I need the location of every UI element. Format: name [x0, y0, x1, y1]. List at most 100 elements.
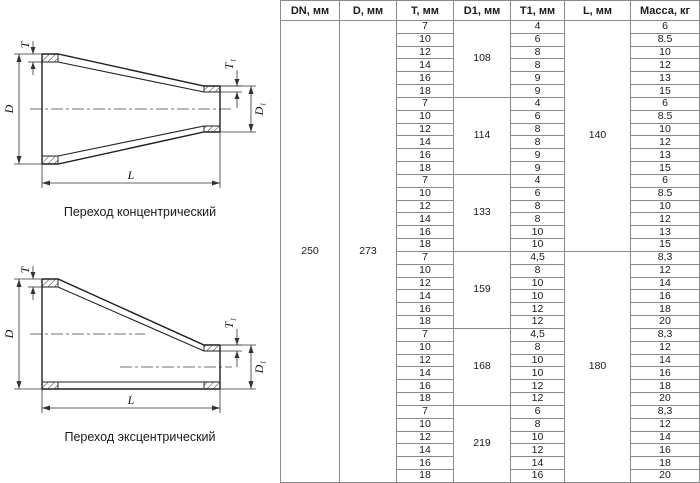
dimension-D1: D₁ [220, 344, 266, 390]
cell-t: 10 [396, 263, 454, 278]
cell-t1: 10 [510, 430, 565, 445]
cell-t: 16 [396, 379, 454, 394]
cell-t: 10 [396, 417, 454, 432]
cell-mass: 18 [630, 379, 700, 394]
dim-label-D: D [2, 329, 16, 339]
column-header: L, мм [564, 0, 631, 21]
cell-d1: 219 [453, 404, 511, 483]
cell-t1: 14 [510, 456, 565, 470]
cell-t1: 12 [510, 302, 565, 317]
cell-t1: 8 [510, 417, 565, 432]
cell-t: 18 [396, 468, 454, 483]
cell-t: 10 [396, 109, 454, 124]
cell-t: 7 [396, 20, 454, 34]
cell-t1: 12 [510, 379, 565, 394]
cell-t1: 9 [510, 84, 565, 98]
cell-mass: 14 [630, 430, 700, 445]
cell-mass: 16 [630, 366, 700, 381]
cell-t: 7 [396, 96, 454, 111]
cell-t1: 6 [510, 109, 565, 124]
cell-mass: 12 [630, 417, 700, 432]
cell-t1: 8 [510, 58, 565, 73]
cell-mass: 8.5 [630, 186, 700, 201]
cell-mass: 6 [630, 20, 700, 34]
dim-label-T1: T₁ [222, 59, 236, 70]
cell-t: 12 [396, 45, 454, 60]
table-row: 10 8 12 [281, 417, 700, 432]
cell-d1: 168 [453, 327, 511, 406]
cell-t1: 6 [510, 404, 565, 419]
wall-hatch [41, 278, 59, 288]
concentric-reducer-figure: T D T₁ [0, 14, 280, 219]
cell-t: 12 [396, 430, 454, 445]
cell-t1: 10 [510, 238, 565, 252]
wall-hatch [41, 381, 59, 390]
cell-t: 16 [396, 148, 454, 163]
cell-d: 273 [339, 20, 397, 483]
cell-t1: 12 [510, 315, 565, 329]
cell-mass: 15 [630, 84, 700, 98]
cell-mass: 14 [630, 276, 700, 291]
cell-d1: 114 [453, 96, 511, 175]
cell-t1: 8 [510, 135, 565, 150]
reducer-body [41, 53, 221, 165]
cell-dn: 250 [280, 20, 340, 483]
cell-d1: 108 [453, 20, 511, 98]
cell-t: 7 [396, 327, 454, 342]
cell-mass: 8.5 [630, 109, 700, 124]
cell-mass: 12 [630, 340, 700, 355]
cell-t1: 12 [510, 392, 565, 406]
cell-mass: 13 [630, 225, 700, 240]
cell-t: 14 [396, 135, 454, 150]
cell-t1: 8 [510, 340, 565, 355]
wall-hatch [41, 53, 59, 63]
cell-t1: 8 [510, 199, 565, 214]
concentric-reducer-drawing: T D T₁ [2, 40, 266, 188]
wall-hatch [203, 125, 221, 133]
cell-t1: 4 [510, 20, 565, 34]
wall-hatch [203, 344, 221, 352]
cell-l: 140 [564, 20, 631, 252]
cell-mass: 16 [630, 443, 700, 458]
cell-t1: 8 [510, 45, 565, 60]
cell-d1: 133 [453, 173, 511, 252]
cell-mass: 8,3 [630, 250, 700, 265]
dim-label-L: L [127, 168, 135, 182]
column-header: D, мм [339, 0, 397, 21]
dimension-T1: T₁ [220, 318, 242, 367]
dim-label-T1: T₁ [222, 318, 236, 329]
cell-t: 14 [396, 289, 454, 304]
cell-t1: 9 [510, 161, 565, 175]
column-header: T1, мм [510, 0, 565, 21]
cell-t: 7 [396, 250, 454, 265]
cell-t: 18 [396, 161, 454, 175]
cell-t: 10 [396, 186, 454, 201]
wall-hatch [41, 155, 59, 165]
cell-t1: 10 [510, 366, 565, 381]
dimension-D1: D₁ [220, 85, 266, 133]
cell-mass: 10 [630, 199, 700, 214]
reducer-body [41, 278, 221, 390]
dim-label-D: D [2, 104, 16, 114]
eccentric-caption: Переход эксцентрический [64, 430, 216, 444]
cell-d1: 159 [453, 250, 511, 329]
cell-t1: 6 [510, 186, 565, 201]
